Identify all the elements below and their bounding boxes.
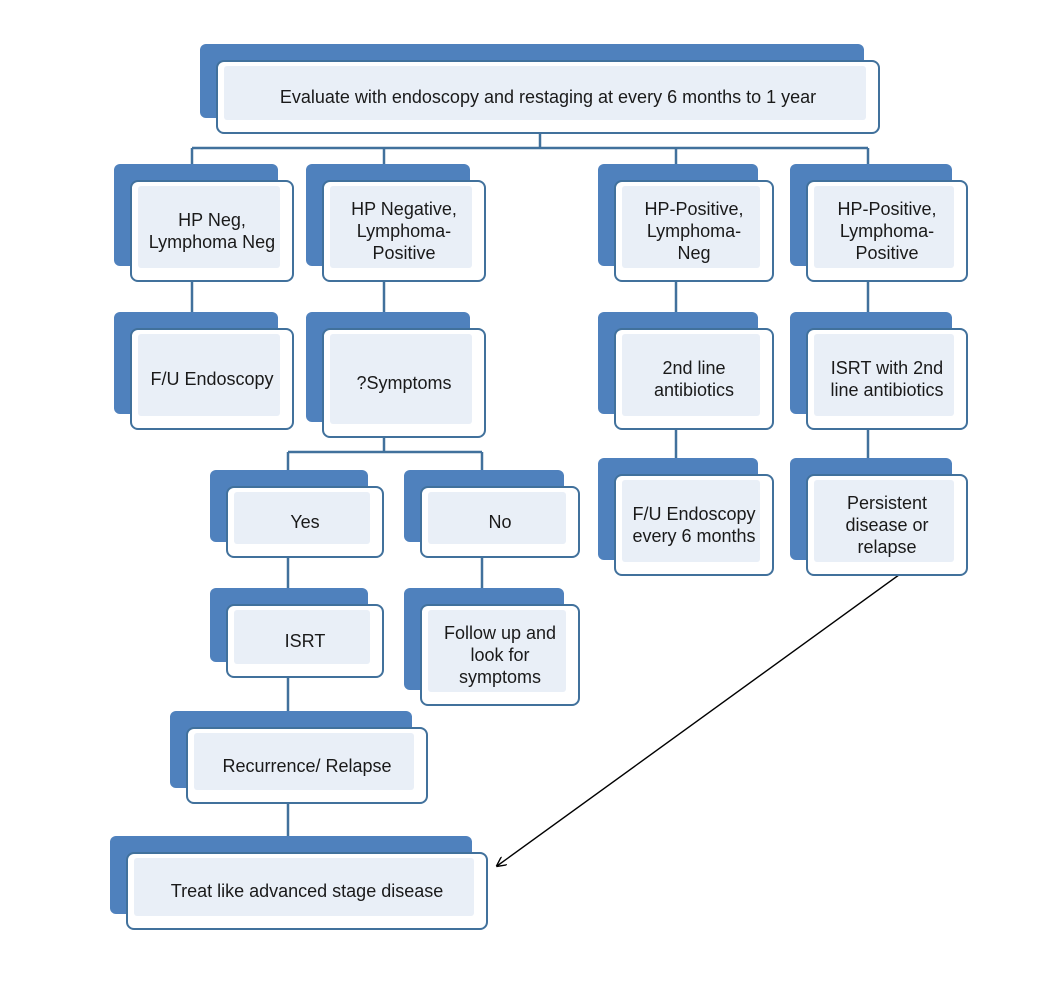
node-persistent-disease-label: Persistent disease or relapse xyxy=(845,493,929,557)
node-fu-endoscopy-6m: F/U Endoscopy every 6 months xyxy=(598,458,774,576)
node-yes: Yes xyxy=(210,470,384,558)
node-symptoms-label: ?Symptoms xyxy=(356,373,452,393)
node-second-line-antibiotics: 2nd line antibiotics xyxy=(598,312,774,430)
node-follow-up-label: Follow up and look for symptoms xyxy=(443,623,557,687)
node-hp-neg-lymphoma-neg: HP Neg, Lymphoma Neg xyxy=(114,164,294,282)
node-hp-neg-lymphoma-pos-label: HP Negative, Lymphoma- Positive xyxy=(351,199,457,263)
node-hp-pos-lymphoma-pos-label: HP-Positive, Lymphoma- Positive xyxy=(837,199,937,263)
node-isrt: ISRT xyxy=(210,588,384,678)
node-fu-endoscopy: F/U Endoscopy xyxy=(114,312,294,430)
arrow-persistent-to-treat xyxy=(497,571,904,866)
node-treat-advanced-label: Treat like advanced stage disease xyxy=(170,881,444,901)
node-symptoms: ?Symptoms xyxy=(306,312,486,438)
node-hp-pos-lymphoma-neg-label: HP-Positive, Lymphoma- Neg xyxy=(644,199,744,263)
node-yes-label: Yes xyxy=(290,512,320,532)
node-no-label: No xyxy=(488,512,512,532)
node-hp-pos-lymphoma-neg: HP-Positive, Lymphoma- Neg xyxy=(598,164,774,282)
node-no: No xyxy=(404,470,580,558)
node-isrt-second-line-label: ISRT with 2nd line antibiotics xyxy=(830,358,944,400)
node-isrt-second-line: ISRT with 2nd line antibiotics xyxy=(790,312,968,430)
node-fu-endoscopy-label: F/U Endoscopy xyxy=(150,369,274,389)
node-evaluate-label: Evaluate with endoscopy and restaging at… xyxy=(279,87,817,107)
node-recurrence: Recurrence/ Relapse xyxy=(170,711,428,804)
node-treat-advanced: Treat like advanced stage disease xyxy=(110,836,488,930)
node-evaluate: Evaluate with endoscopy and restaging at… xyxy=(200,44,880,134)
node-fu-endoscopy-6m-label: F/U Endoscopy every 6 months xyxy=(632,504,756,546)
node-hp-pos-lymphoma-pos: HP-Positive, Lymphoma- Positive xyxy=(790,164,968,282)
node-follow-up: Follow up and look for symptoms xyxy=(404,588,580,706)
node-persistent-disease: Persistent disease or relapse xyxy=(790,458,968,576)
node-hp-neg-lymphoma-neg-label: HP Neg, Lymphoma Neg xyxy=(148,210,276,252)
node-hp-neg-lymphoma-pos: HP Negative, Lymphoma- Positive xyxy=(306,164,486,282)
node-isrt-label: ISRT xyxy=(284,631,326,651)
node-recurrence-label: Recurrence/ Relapse xyxy=(222,755,392,776)
node-second-line-antibiotics-label: 2nd line antibiotics xyxy=(653,358,735,400)
